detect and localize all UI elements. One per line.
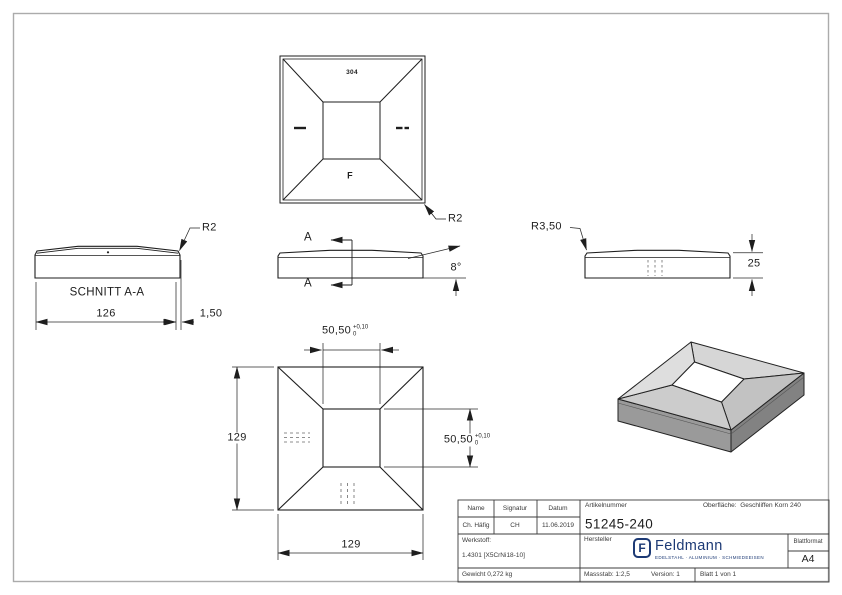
section-view — [34, 245, 181, 279]
isometric-view — [617, 341, 805, 453]
bottom-view — [277, 366, 424, 511]
top-view — [279, 55, 446, 220]
surface-finish: Oberfläche: Geschliffen Korn 240 — [703, 501, 801, 509]
section-cut-line — [330, 236, 353, 289]
material-label: Werkstoff: — [462, 536, 492, 544]
r350-leader — [569, 227, 587, 251]
manufacturer-label: Hersteller — [584, 535, 612, 543]
tolerance-stack: +0,10 0 — [474, 433, 491, 447]
dim-outer-width-129: 129 — [341, 538, 361, 551]
bottom-view-dimensions — [232, 343, 478, 560]
signature-column-header: Signatur — [502, 504, 528, 512]
material-value: 1.4301 [X5CrNi18-10] — [462, 551, 525, 559]
angle-dimension — [407, 245, 466, 296]
logo-tagline: EDELSTAHL · ALUMINIUM · SCHMIEDEEISEN — [655, 555, 764, 560]
cut-label-bottom: A — [304, 277, 312, 290]
dim-outer-height-129: 129 — [224, 432, 250, 444]
feldmann-logo: F Feldmann EDELSTAHL · ALUMINIUM · SCHMI… — [633, 538, 764, 560]
logo-wordmark: Feldmann EDELSTAHL · ALUMINIUM · SCHMIED… — [655, 538, 764, 560]
logo-monogram-icon: F — [633, 538, 651, 558]
dim-width-126: 126 — [96, 307, 116, 320]
radius-label-section: R2 — [202, 221, 217, 234]
author-name: Ch. Häfig — [462, 521, 490, 529]
author-signature: CH — [510, 521, 520, 529]
cut-label-top: A — [304, 231, 312, 244]
drawing-date: 11.06.2019 — [541, 521, 575, 529]
radius-label-top-view: R2 — [448, 212, 463, 225]
article-number: 51245-240 — [585, 516, 654, 532]
right-side-view — [584, 249, 731, 279]
section-view-dimensions — [35, 227, 200, 330]
sheet-format-label: Blattformat — [793, 539, 823, 545]
section-title: SCHNITT A-A — [69, 286, 145, 299]
iso-hole — [671, 361, 745, 403]
dim-angle-8: 8° — [450, 261, 462, 274]
dim-wall-150: 1,50 — [199, 307, 223, 320]
dim-inner-height-value: 50,50 — [443, 433, 473, 446]
dim-inner-width-value: 50,50 — [322, 324, 352, 337]
sheet-border — [12, 12, 830, 583]
sheet-number: Blatt 1 von 1 — [700, 570, 737, 578]
right-view-dimensions — [569, 227, 763, 296]
sheet-format-value: A4 — [801, 552, 815, 565]
logo-name: Feldmann — [655, 538, 723, 554]
steel-grade-marking: 304 — [346, 68, 358, 76]
side-view — [277, 249, 424, 279]
radius-label-r350: R3,50 — [531, 220, 562, 233]
name-column-header: Name — [467, 504, 485, 512]
version-value: Version: 1 — [651, 570, 680, 578]
hidden-lines — [284, 432, 355, 505]
r2-leader-section — [179, 227, 200, 251]
tolerance-stack: +0,10 0 — [353, 324, 369, 338]
dim-inner-width: 50,50 +0,10 0 — [322, 325, 368, 338]
hidden-lines — [647, 260, 663, 276]
date-column-header: Datum — [548, 504, 568, 512]
title-block-grid — [457, 499, 830, 583]
article-number-label: Artikelnummer — [585, 501, 627, 509]
dim-inner-height: 50,50 +0,10 0 — [440, 433, 494, 447]
brand-marking: F — [347, 170, 353, 181]
scale-value: Massstab: 1:2,5 — [584, 570, 630, 578]
r2-leader-top-view — [424, 204, 446, 220]
dim-height-25: 25 — [747, 257, 761, 270]
weight-value: Gewicht 0,272 kg — [462, 570, 513, 578]
